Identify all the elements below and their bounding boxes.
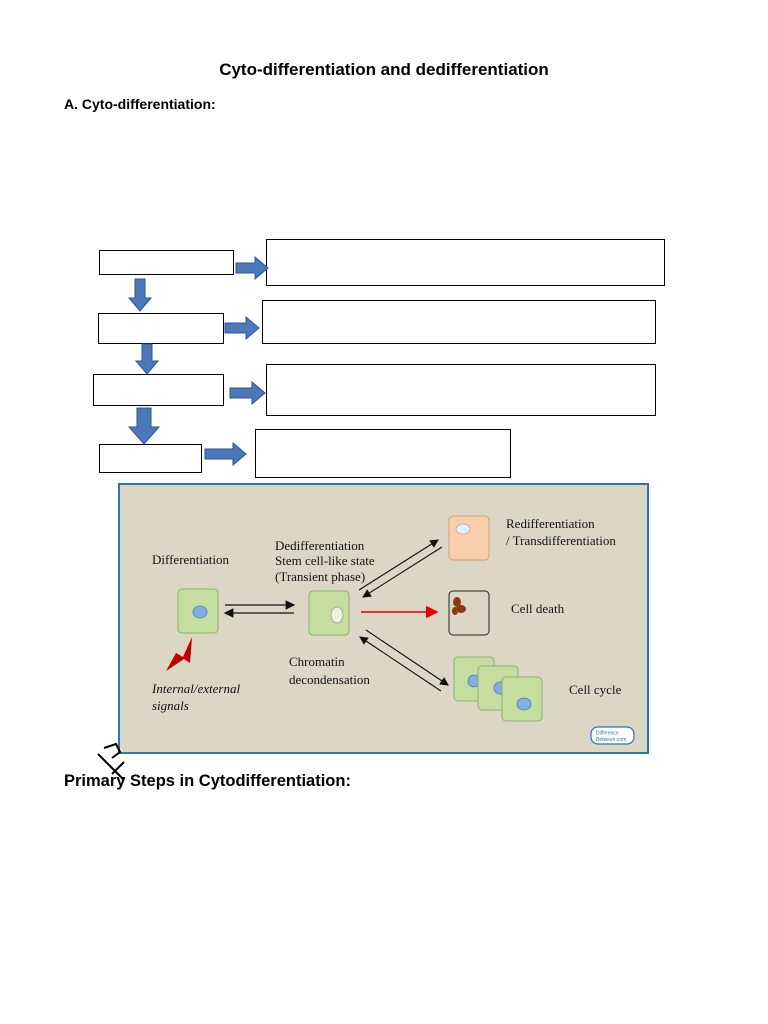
flow-description-box-4[interactable] xyxy=(255,429,511,478)
label-signals: signals xyxy=(152,698,189,713)
flow-step-box-1[interactable] xyxy=(99,250,234,275)
nucleus xyxy=(330,606,344,624)
fragment xyxy=(453,597,461,607)
label-chromatin: Chromatin xyxy=(289,654,345,669)
label-dedifferentiation: Dedifferentiation xyxy=(275,538,365,553)
signal-lightning-icon xyxy=(166,637,192,671)
fragment xyxy=(452,607,458,615)
right-arrow-icon xyxy=(224,315,260,341)
nucleus xyxy=(516,697,532,711)
label-internal-external: Internal/external xyxy=(152,681,241,696)
right-arrow-icon xyxy=(235,255,269,281)
nucleus xyxy=(192,605,208,619)
logo-text-line-2: Between.com xyxy=(596,737,626,743)
logo-badge xyxy=(590,726,635,745)
dedifferentiated-cell xyxy=(308,590,350,636)
flow-step-box-4[interactable] xyxy=(99,444,202,473)
down-arrow-icon xyxy=(134,343,160,375)
nucleus xyxy=(455,523,471,535)
right-arrow-icon xyxy=(229,380,266,406)
section-heading-primary-steps: Primary Steps in Cytodifferentiation: xyxy=(64,772,351,790)
fragment xyxy=(456,605,466,613)
figure-drawing: Difference Between.com xyxy=(166,515,635,745)
down-arrow-icon xyxy=(127,407,161,445)
label-stem-cell-like-state: Stem cell-like state xyxy=(275,553,375,568)
label-transient-phase: (Transient phase) xyxy=(275,569,366,584)
flow-step-box-3[interactable] xyxy=(93,374,224,406)
flow-step-box-2[interactable] xyxy=(98,313,224,344)
section-heading-cyto-differentiation: A. Cyto-differentiation: xyxy=(64,96,216,112)
right-arrow-icon xyxy=(204,441,247,467)
redifferentiated-cell xyxy=(448,515,490,561)
flow-description-box-3[interactable] xyxy=(266,364,656,416)
page-title: Cyto-differentiation and dedifferentiati… xyxy=(219,60,549,79)
label-cell-death: Cell death xyxy=(511,601,565,616)
label-decondensation: decondensation xyxy=(289,672,370,687)
flow-description-box-1[interactable] xyxy=(266,239,665,286)
label-differentiation: Differentiation xyxy=(152,552,230,567)
label-cell-cycle: Cell cycle xyxy=(569,682,622,697)
label-transdifferentiation: / Transdifferentiation xyxy=(506,533,616,548)
dedifferentiation-figure: Difference Between.com Differentiation D… xyxy=(118,483,649,754)
logo-text-line-1: Difference xyxy=(596,731,619,737)
flow-description-box-2[interactable] xyxy=(262,300,656,344)
watermark-mark xyxy=(97,742,125,781)
label-redifferentiation: Redifferentiation xyxy=(506,516,595,531)
down-arrow-icon xyxy=(127,278,153,312)
